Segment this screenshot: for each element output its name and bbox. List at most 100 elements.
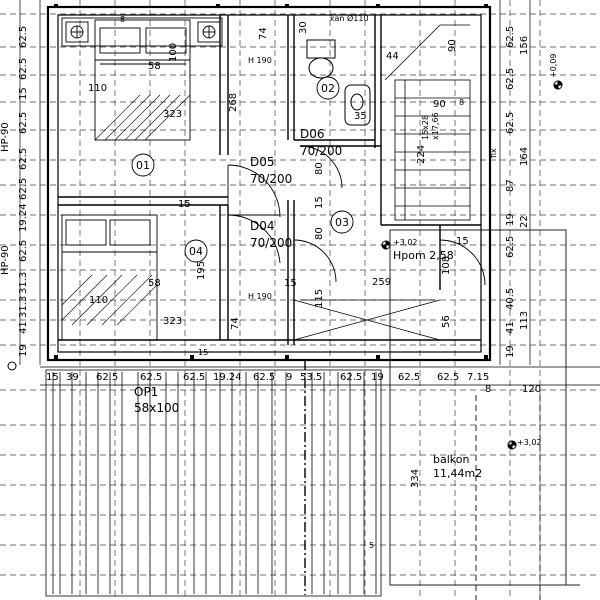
dim-bottom-label: 62.5	[183, 372, 205, 383]
dim-259: 259	[372, 277, 391, 288]
dim-right-label: 113	[519, 311, 530, 330]
door-d05-size: 70/200	[250, 172, 292, 186]
dim-115: 115	[314, 289, 325, 308]
dim-left-label: 62.5	[18, 26, 29, 48]
bed-b1: 58	[148, 278, 161, 289]
dim-bottom-label: 62.5	[140, 372, 162, 383]
dims-left: 62.5 62.5 15 62.5 62.5 62.5 19.24 62.5 3…	[18, 26, 29, 357]
dim-right-label: 62.5	[505, 112, 516, 134]
dim-right-label: 40.5	[505, 288, 516, 310]
dim-left-label: 19	[18, 344, 29, 357]
dim-8a: 8	[120, 15, 125, 24]
dim-5: 5	[369, 541, 374, 550]
door-swings	[227, 145, 486, 286]
dim-left-label: 31.3	[18, 272, 29, 294]
dim-80b: 80	[314, 227, 325, 240]
balcony-name: balkon	[433, 453, 469, 466]
room-dimensions: 74 268 30 44 90 90 8 8 35 80 80 15 15 15…	[120, 15, 469, 550]
bath-fixtures	[306, 39, 371, 126]
dim-left-label: 41	[18, 321, 29, 334]
dim-left-label: 62.5	[18, 112, 29, 134]
dim-15a: 15	[178, 199, 191, 210]
floor-level: +3,02	[393, 238, 418, 247]
dim-74a: 74	[258, 27, 269, 40]
dim-90a: 90	[447, 39, 458, 52]
bed-04	[61, 214, 158, 341]
dim-108: 108	[441, 256, 452, 275]
dim-bottom-label: 7.15	[467, 372, 489, 383]
door-d06-size: 70/200	[300, 144, 342, 158]
dims-bottom: 15 39 62.5 62.5 62.5 19.24 62.5 9 53.5 6…	[46, 372, 541, 395]
dim-left-label: 62.5	[18, 240, 29, 262]
section-mark-top: HP-90	[0, 122, 11, 152]
dim-bottom-label: 19.24	[213, 372, 242, 383]
dim-right-label: 62.5	[505, 26, 516, 48]
dims-right: 62.5 156 62.5 62.5 164 87 19 62.5 22 40.…	[505, 26, 530, 358]
dim-bottom-label: 62.5	[340, 372, 362, 383]
room-03-label: 03	[335, 216, 349, 229]
level-labels: +3,02 Hpom 2,58 +0,09	[393, 53, 558, 262]
dim-195: 195	[196, 261, 207, 280]
dim-80a: 80	[314, 162, 325, 175]
dim-56: 56	[441, 315, 452, 328]
bed-dimensions: 58 100 110 323 58 110 323	[88, 43, 182, 327]
bed-a3: 110	[88, 83, 107, 94]
dim-35: 35	[354, 111, 367, 122]
room-labels: 01 02 03 04	[136, 82, 349, 258]
window-size: 58x100	[134, 401, 179, 415]
dim-74b: 74	[230, 317, 241, 330]
dim-right-label: 87	[505, 179, 516, 192]
misc-labels: kan Ø110 15x28 x17,66 224 fix HP-90 HP-9…	[0, 13, 498, 301]
dim-bottom-label: 120	[522, 384, 541, 395]
dim-bottom-label: 19	[371, 372, 384, 383]
door-d05-name: D05	[250, 155, 275, 169]
dim-bottom-label: 8	[485, 384, 491, 395]
outer-walls	[46, 5, 492, 362]
balcony-level: +3,02	[517, 438, 542, 447]
bed-b3: 323	[163, 316, 182, 327]
room-01-label: 01	[136, 159, 150, 172]
stair-fix: fix	[489, 148, 498, 158]
bed-a1: 58	[148, 61, 161, 72]
dim-left-label: 62.5	[18, 58, 29, 80]
dim-bottom-label: 62.5	[398, 372, 420, 383]
dim-left-label: 62.5	[18, 148, 29, 170]
dim-right-label: 62.5	[505, 68, 516, 90]
dim-8b: 8	[459, 98, 464, 107]
grid-origin-marker	[7, 361, 17, 371]
staircase	[384, 24, 471, 221]
stair-steps: 15x28	[421, 115, 430, 140]
dim-bottom-label: 62.5	[253, 372, 275, 383]
dim-right-label: 19	[505, 213, 516, 226]
window-label: OP1 58x100	[134, 385, 179, 415]
dim-left-label: 31.3	[18, 296, 29, 318]
door-d04-size: 70/200	[250, 236, 292, 250]
bed-b2: 110	[89, 295, 108, 306]
bed-a2: 100	[168, 43, 179, 62]
dim-right-label: 62.5	[505, 236, 516, 258]
dim-bottom-label: 62.5	[96, 372, 118, 383]
stair-length: 224	[416, 145, 427, 164]
door-d06-name: D06	[300, 127, 325, 141]
balcony-depth: 334	[410, 469, 421, 488]
door-labels: D05 70/200 D04 70/200 D06 70/200	[250, 127, 342, 250]
room-height: Hpom 2,58	[393, 249, 454, 262]
dim-right-label: 22	[519, 215, 530, 228]
height-190-top: H 190	[248, 56, 272, 65]
dim-bottom-label: 53.5	[300, 372, 322, 383]
level-markers	[381, 80, 563, 450]
dim-15d: 15	[284, 278, 297, 289]
balcony-outline	[389, 229, 580, 600]
drain-pipe-label: kan Ø110	[330, 13, 369, 23]
hallway-void	[293, 299, 441, 341]
dim-right-label: 164	[519, 147, 530, 166]
dim-44: 44	[386, 51, 399, 62]
dim-bottom-label: 39	[66, 372, 79, 383]
terrace-slats	[45, 369, 382, 597]
dim-bottom-label: 9	[286, 372, 292, 383]
right-level: +0,09	[549, 53, 558, 78]
dim-30: 30	[298, 21, 309, 34]
bed-01	[61, 17, 223, 141]
dim-15b: 15	[314, 196, 325, 209]
